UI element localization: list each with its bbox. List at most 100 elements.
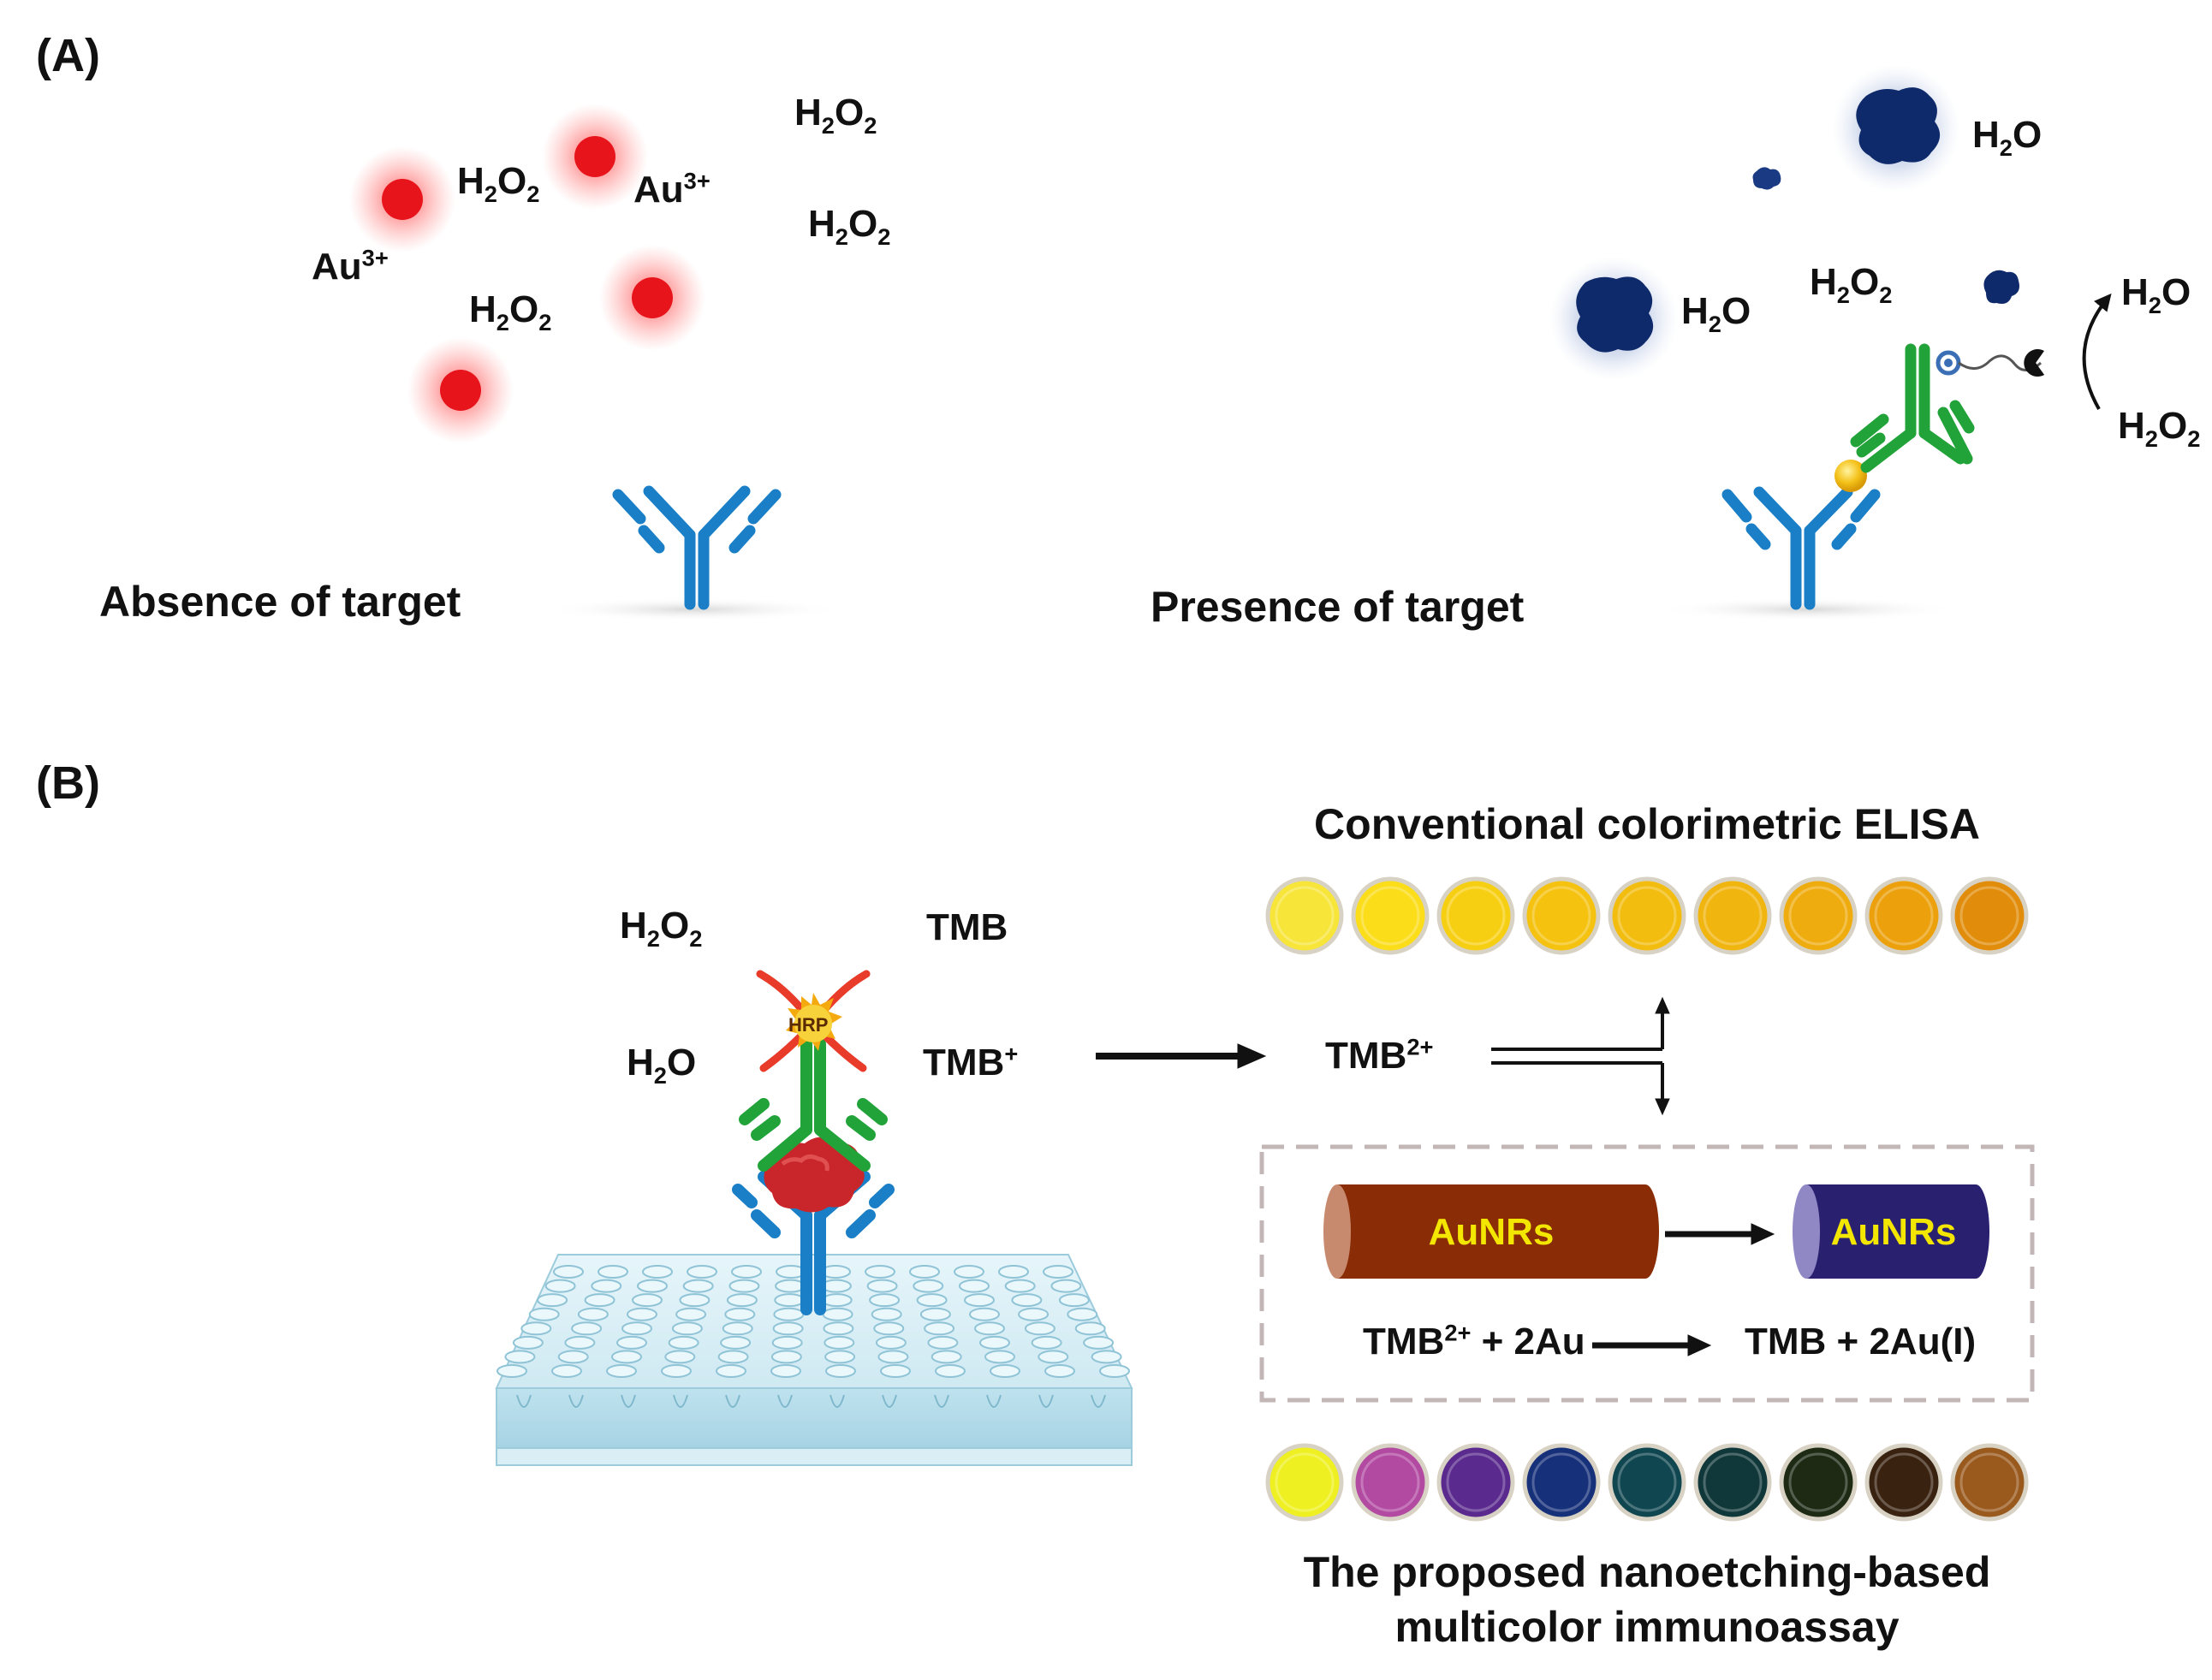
h2o-label: H2O [2121, 271, 2191, 318]
plate-well [866, 1279, 898, 1293]
plate-well [497, 1364, 527, 1378]
h2o2-label: H2O2 [808, 203, 891, 250]
plate-well [770, 1350, 802, 1364]
reaction-left: TMB2+ + 2Au [1363, 1319, 1585, 1362]
conventional-well-rim [1874, 886, 1934, 946]
plate-well [773, 1307, 805, 1321]
h2o2-label: H2O2 [2118, 405, 2201, 452]
plate-well [611, 1350, 642, 1364]
conventional-well-rim [1703, 886, 1763, 946]
plate-well [774, 1293, 806, 1308]
plate-well [969, 1307, 1000, 1321]
plate-well [720, 1335, 752, 1350]
plate-well [1024, 1321, 1055, 1336]
plate-well-bottom [516, 1394, 532, 1408]
panel-b-label: (B) [36, 757, 100, 809]
conventional-well-rim [1788, 886, 1848, 946]
h2o2-label: H2O2 [457, 160, 540, 207]
conventional-well-row [1265, 876, 2029, 955]
plate-well-bottom [621, 1394, 636, 1408]
plate-well [877, 1350, 909, 1364]
plate-well [661, 1364, 692, 1378]
conventional-well [1608, 876, 1686, 955]
h2o2-label: H2O2 [620, 905, 703, 952]
plate-well [679, 1293, 711, 1308]
presence-caption: Presence of target [1151, 583, 1525, 631]
plate-well [577, 1307, 609, 1321]
conventional-well [1864, 876, 1943, 955]
plate-well [551, 1364, 582, 1378]
proposed-title-line2: multicolor immunoassay [1394, 1603, 1900, 1651]
plate-well [964, 1293, 995, 1308]
plate-well [642, 1265, 673, 1279]
conventional-well [1436, 876, 1515, 955]
plate-well [984, 1350, 1015, 1364]
plate-well [821, 1293, 853, 1308]
plate-well [1074, 1321, 1106, 1336]
plate-well [935, 1364, 966, 1378]
hrp-label: HRP [788, 1014, 829, 1036]
plate-well [1018, 1307, 1050, 1321]
plate-well [637, 1279, 668, 1293]
nanoetching-box [1259, 1144, 2035, 1403]
multicolor-well-rim [1703, 1452, 1763, 1512]
au3-label: Au3+ [633, 167, 711, 211]
plate-well [717, 1350, 749, 1364]
tmb-plus-label: TMB+ [923, 1040, 1019, 1083]
plate-well [627, 1307, 657, 1321]
plate-well [931, 1350, 962, 1364]
multicolor-well [1522, 1443, 1601, 1522]
plate-well [824, 1350, 856, 1364]
h2o2-label: H2O2 [1810, 261, 1893, 308]
plate-well [998, 1265, 1029, 1279]
plate-well [770, 1364, 801, 1378]
plate-well [924, 1321, 955, 1336]
plate-well [553, 1265, 584, 1279]
plate-well [869, 1293, 901, 1308]
plate-well [823, 1321, 854, 1336]
plate-well-bottom [725, 1394, 740, 1408]
panel-a-label: (A) [36, 30, 100, 81]
plate-well [571, 1321, 603, 1336]
plate-well [974, 1321, 1005, 1336]
plate-well-bottom [1091, 1394, 1106, 1408]
plate-well-bottom [777, 1394, 793, 1408]
conventional-well [1950, 876, 2029, 955]
plate-well [728, 1279, 760, 1293]
plate-well [880, 1364, 911, 1378]
multicolor-well [1864, 1443, 1943, 1522]
plate-well-bottom [673, 1394, 688, 1408]
plate-well [1091, 1350, 1122, 1364]
conventional-well-rim [1531, 886, 1591, 946]
multicolor-well [1436, 1443, 1515, 1522]
plate-well-bottom [934, 1394, 949, 1408]
multicolor-well [1950, 1443, 2029, 1522]
plate-well [954, 1265, 984, 1279]
plate-well [865, 1265, 895, 1279]
aunr-label-1: AuNRs [1429, 1211, 1555, 1253]
plate-well [731, 1265, 762, 1279]
au3-label: Au3+ [312, 244, 389, 288]
plate-well-bottom [830, 1394, 845, 1408]
multicolor-well-rim [1531, 1452, 1591, 1512]
plate-well [557, 1350, 589, 1364]
plate-well-bottom [568, 1394, 584, 1408]
plate-well [1031, 1335, 1062, 1350]
h2o2-label: H2O2 [469, 288, 552, 335]
plate-well [824, 1335, 855, 1350]
conventional-well [1265, 876, 1344, 955]
plate-well [875, 1335, 907, 1350]
plate-well [772, 1321, 804, 1336]
plate-well [822, 1307, 853, 1321]
plate-well [916, 1293, 948, 1308]
plate-well [724, 1307, 756, 1321]
plate-well [528, 1307, 560, 1321]
red-nanoparticle-group [349, 104, 705, 443]
plate-well [771, 1335, 803, 1350]
plate-well [682, 1279, 714, 1293]
plate-well [598, 1265, 628, 1279]
multicolor-well-row [1265, 1443, 2029, 1522]
tmb2-plus-label: TMB2+ [1325, 1033, 1434, 1077]
absence-caption: Absence of target [99, 578, 461, 626]
plate-well [504, 1350, 536, 1364]
